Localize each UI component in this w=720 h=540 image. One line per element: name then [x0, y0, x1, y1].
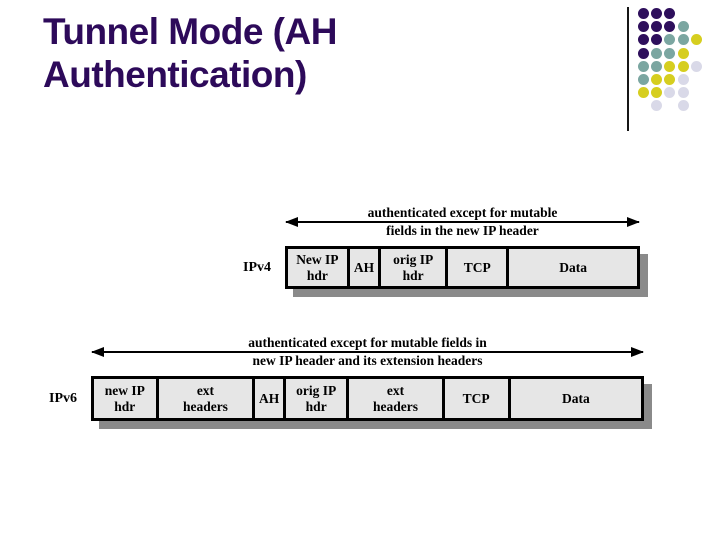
decoration-dot: [651, 34, 663, 46]
packet-segment-new-ip-hdr: New IP hdr: [288, 249, 350, 286]
decoration-dot: [651, 73, 663, 85]
decoration-dot-empty: [691, 8, 702, 19]
decoration-dot: [690, 34, 702, 46]
packet-segment-new-ip-hdr: new IP hdr: [94, 379, 159, 418]
decoration-dot: [638, 8, 649, 19]
packet-segment-tcp: TCP: [444, 379, 511, 418]
decoration-dot-empty: [691, 48, 702, 59]
packet-segment-ext-headers: ext headers: [349, 379, 445, 418]
slide-title-line2: Authentication): [43, 54, 307, 95]
decoration-dot: [690, 60, 702, 72]
ipv6-annotation-line2: new IP header and its extension headers: [252, 353, 483, 368]
ipv4-annotation-line1: authenticated except for mutable: [367, 205, 558, 220]
decoration-dot: [677, 73, 689, 85]
decoration-dot-empty: [664, 100, 675, 111]
ipv6-diagram: authenticated except for mutable fields …: [49, 334, 644, 421]
decoration-dot: [664, 8, 676, 19]
decoration-dot: [664, 34, 676, 46]
packet-segment-data: Data: [510, 379, 641, 418]
decoration-dot: [677, 100, 689, 112]
packet-segment-ah: AH: [349, 249, 382, 286]
packet-segment-tcp: TCP: [448, 249, 510, 286]
decoration-dot-empty: [691, 100, 702, 111]
packet-segment-orig-ip-hdr: orig IP hdr: [285, 379, 350, 418]
ipv4-annotation: authenticated except for mutable fields …: [285, 204, 640, 240]
ipv6-label: IPv6: [49, 390, 77, 406]
decoration-dot: [664, 47, 676, 59]
decoration-dot: [638, 73, 649, 85]
decoration-dot-empty: [691, 74, 702, 85]
packet-segment-orig-ip-hdr: orig IP hdr: [381, 249, 449, 286]
packet-segment-ah: AH: [255, 379, 286, 418]
decoration-dot-empty: [691, 21, 702, 32]
decoration-dot: [664, 87, 676, 99]
double-arrow-icon: [285, 216, 640, 227]
decoration-dot: [651, 8, 663, 19]
decoration-dot: [677, 34, 689, 46]
double-arrow-icon: [91, 346, 644, 357]
packet-segment-data: Data: [509, 249, 637, 286]
ipv6-annotation: authenticated except for mutable fields …: [91, 334, 644, 370]
slide-title-line1: Tunnel Mode (AH: [43, 11, 337, 52]
decoration-dot: [664, 60, 676, 72]
decoration-dot: [677, 60, 689, 72]
decoration-dot: [651, 47, 663, 59]
decoration-dot: [638, 47, 649, 59]
packet-segment-ext-headers: ext headers: [158, 379, 256, 418]
ipv4-diagram: authenticated except for mutable fields …: [243, 204, 640, 289]
decoration-dot: [651, 100, 663, 112]
decoration-dot: [664, 73, 676, 85]
ipv4-label: IPv4: [243, 259, 271, 275]
decoration-dot: [638, 34, 649, 46]
decoration-dot-empty: [638, 100, 649, 111]
decoration-dot-empty: [691, 87, 702, 98]
decoration-dot: [664, 21, 676, 33]
decoration-dot: [638, 87, 649, 99]
decoration-dot: [651, 87, 663, 99]
decoration-dot-empty: [678, 8, 689, 19]
decoration-dot: [677, 47, 689, 59]
decoration-dot: [677, 87, 689, 99]
decoration-dot: [651, 21, 663, 33]
decoration-dot: [677, 21, 689, 33]
ipv6-annotation-line1: authenticated except for mutable fields …: [248, 335, 487, 350]
decoration-divider-line: [627, 7, 629, 131]
decoration-dot: [651, 60, 663, 72]
ipv4-annotation-line2: fields in the new IP header: [386, 223, 539, 238]
decoration-dot: [638, 21, 649, 33]
decoration-dots-grid: [638, 8, 704, 114]
decoration-dot: [638, 60, 649, 72]
